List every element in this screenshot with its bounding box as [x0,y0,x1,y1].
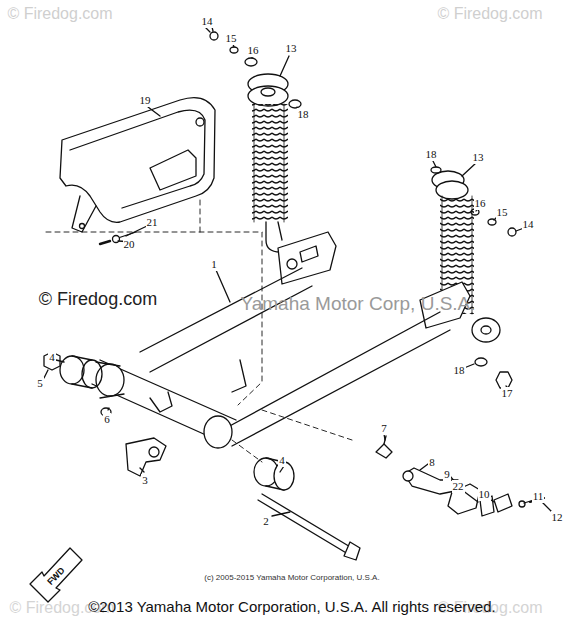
callout-number: 13 [285,42,298,55]
callout-number: 10 [478,488,491,501]
callout-number: 14 [201,15,214,28]
callout-number: 13 [472,151,485,164]
callout-number: 14 [522,218,535,231]
callout-number: 17 [501,387,514,400]
callout-number: 9 [443,468,451,481]
callout-number: 11 [532,490,545,503]
watermark: © Firedog.com [7,6,112,22]
copyright-footer: ©2013 Yamaha Motor Corporation, U.S.A. A… [88,599,495,614]
callout-number: 4 [48,351,56,364]
callout-number: 7 [380,422,388,435]
watermark: Yamaha Motor Corp, U.S.A. [240,294,475,313]
callout-number: 6 [103,413,111,426]
callout-number: 18 [297,108,310,121]
callout-number: 8 [428,456,436,469]
callout-number: 16 [474,197,487,210]
callout-number: 20 [123,238,136,251]
callout-number: 15 [496,206,509,219]
callout-number: 18 [425,148,438,161]
watermark: © Firedog.com [39,290,157,308]
callout-number: 15 [225,32,238,45]
callout-number: 19 [139,94,152,107]
watermark: © Firedog.com [437,6,542,22]
callout-number: 3 [141,474,149,487]
callout-number: 1 [210,258,218,271]
callout-number: 4 [278,454,286,467]
callout-number: 12 [551,511,564,524]
callout-number: 21 [146,216,159,229]
callout-number: 16 [247,44,260,57]
copyright-note: (c) 2005-2015 Yamaha Motor Corporation, … [204,574,379,582]
callout-number: 22 [452,480,465,493]
callout-number: 18 [453,364,466,377]
callout-number: 2 [262,515,270,528]
callout-number: 5 [36,377,44,390]
